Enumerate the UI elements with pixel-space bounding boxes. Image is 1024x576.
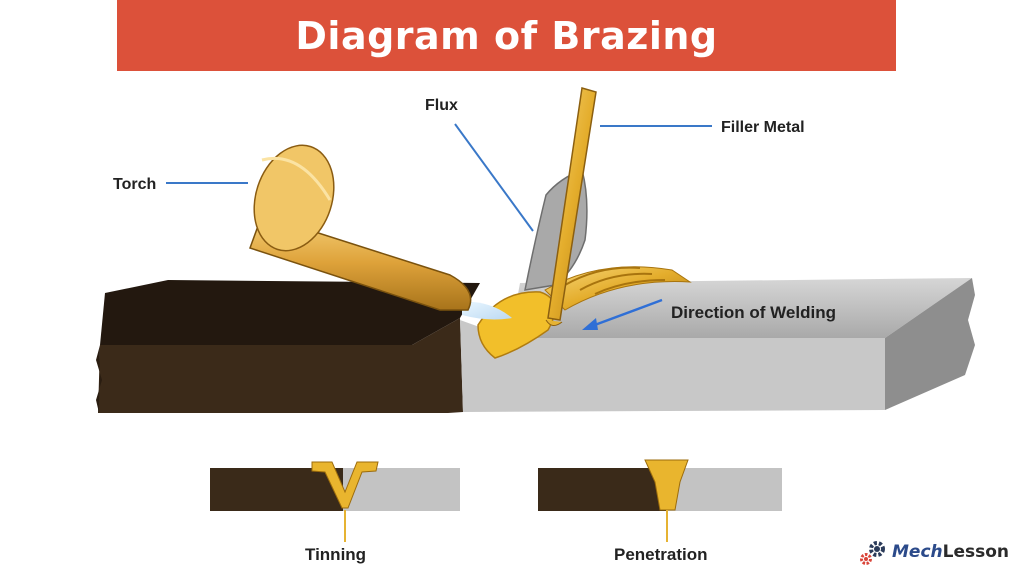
gear-icon — [860, 541, 885, 565]
label-torch: Torch — [113, 176, 156, 193]
direction-arrow — [582, 298, 663, 330]
label-filler-metal: Filler Metal — [721, 119, 805, 136]
title-banner: Diagram of Brazing — [117, 0, 896, 71]
leader-lines — [166, 123, 712, 232]
label-flux: Flux — [425, 97, 458, 114]
page-title: Diagram of Brazing — [295, 13, 718, 58]
filler-metal-rod — [545, 87, 597, 326]
logo-lesson-text: Lesson — [942, 542, 1010, 562]
torch — [249, 144, 472, 311]
gray-metal-plate — [460, 278, 975, 412]
label-penetration: Penetration — [614, 545, 708, 564]
label-direction-of-welding: Direction of Welding — [671, 303, 836, 322]
tinning-cross-section — [210, 461, 460, 542]
penetration-cross-section — [538, 459, 782, 542]
mechlesson-logo[interactable]: MechLesson — [858, 535, 1018, 569]
label-tinning: Tinning — [305, 545, 366, 564]
dark-metal-plate — [96, 280, 480, 413]
torch-flame — [462, 301, 512, 320]
logo-mech-text: Mech — [892, 542, 943, 562]
